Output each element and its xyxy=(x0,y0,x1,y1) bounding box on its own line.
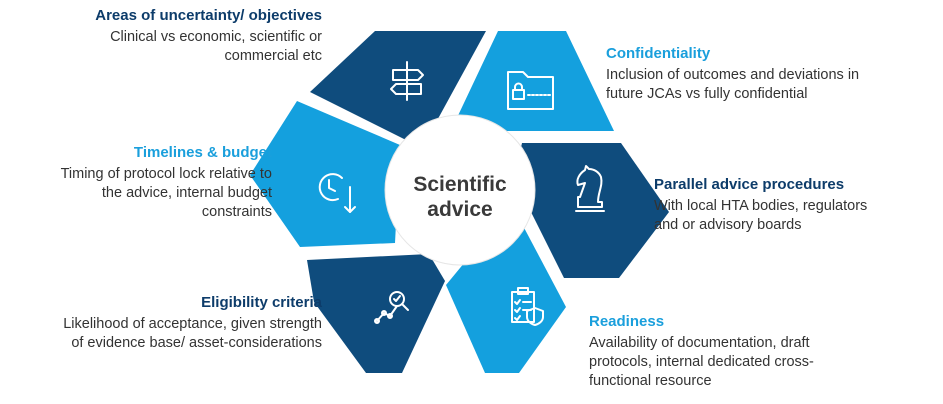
chess-knight-icon xyxy=(575,165,605,212)
desc-timelines-line1: Timing of protocol lock relative to xyxy=(60,166,272,182)
segment-timelines xyxy=(250,101,400,247)
title-parallel: Parallel advice procedures xyxy=(654,176,845,193)
label-confidentiality: Confidentiality Inclusion of outcomes an… xyxy=(606,44,906,104)
segment-eligibility xyxy=(307,254,445,373)
clock-arrow-icon xyxy=(318,173,356,213)
desc-confidentiality-line2: future JCAs vs fully confidential xyxy=(606,86,808,102)
desc-confidentiality-line1: Inclusion of outcomes and deviations in xyxy=(606,67,860,83)
clipboard-check-icon xyxy=(511,287,544,326)
desc-timelines-line3: constraints xyxy=(201,204,272,220)
desc-eligibility-line2: of evidence base/ asset-considerations xyxy=(71,335,322,351)
segment-confidentiality xyxy=(446,31,614,141)
label-timelines: Timelines & budget Timing of protocol lo… xyxy=(20,143,272,222)
desc-timelines-line2: the advice, internal budget xyxy=(101,185,272,201)
title-confidentiality: Confidentiality xyxy=(606,45,711,62)
desc-eligibility-line1: Likelihood of acceptance, given strength xyxy=(63,316,322,332)
label-areas: Areas of uncertainty/ objectives Clinica… xyxy=(40,6,322,66)
center-circle xyxy=(384,114,536,266)
center-title-line1: Scientific xyxy=(413,173,507,196)
desc-readiness-line3: functional resource xyxy=(589,373,712,389)
confidential-folder-icon xyxy=(507,71,554,110)
label-readiness: Readiness Availability of documentation,… xyxy=(589,312,889,391)
center-title-line2: advice xyxy=(427,198,492,221)
desc-readiness-line2: protocols, internal dedicated cross- xyxy=(589,354,814,370)
label-eligibility: Eligibility criteria Likelihood of accep… xyxy=(20,293,322,353)
title-timelines: Timelines & budget xyxy=(133,144,272,161)
signpost-icon xyxy=(390,61,424,101)
desc-parallel-line1: With local HTA bodies, regulators xyxy=(654,198,868,214)
segment-readiness xyxy=(446,205,566,373)
segment-areas xyxy=(310,31,486,148)
title-eligibility: Eligibility criteria xyxy=(201,294,322,311)
title-readiness: Readiness xyxy=(589,313,665,330)
desc-readiness-line1: Availability of documentation, draft xyxy=(589,335,810,351)
label-parallel: Parallel advice procedures With local HT… xyxy=(654,175,924,235)
desc-parallel-line2: and or advisory boards xyxy=(654,217,802,233)
desc-areas-line1: Clinical vs economic, scientific or xyxy=(110,29,322,45)
desc-areas-line2: commercial etc xyxy=(224,48,323,64)
search-chart-icon xyxy=(374,291,409,324)
title-areas: Areas of uncertainty/ objectives xyxy=(95,7,322,24)
